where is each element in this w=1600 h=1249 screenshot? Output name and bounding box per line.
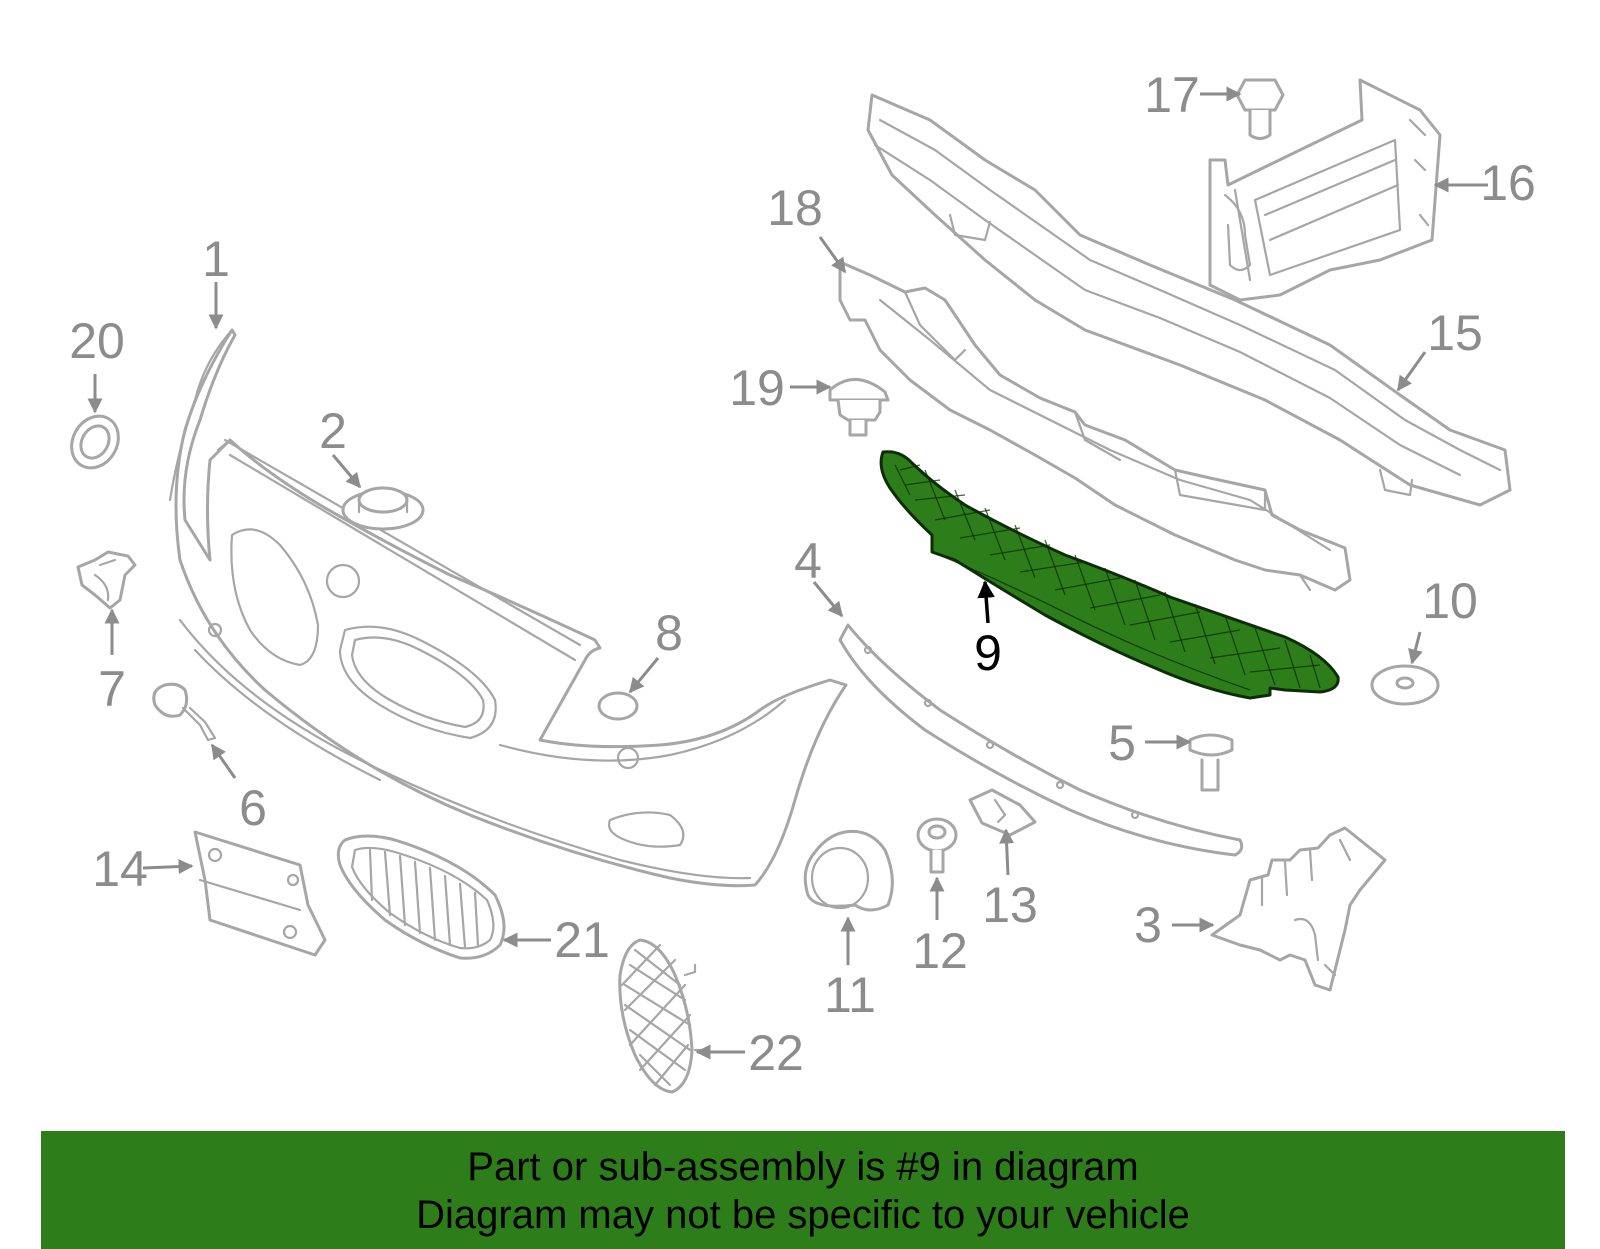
callout-3: 3 [1134, 897, 1162, 953]
leader-lines [87, 86, 1488, 1060]
part-20-ring[interactable] [62, 408, 127, 477]
part-11-cap[interactable] [803, 829, 894, 912]
part-4-trim-strip[interactable] [838, 623, 1244, 857]
callout-5: 5 [1108, 715, 1136, 771]
callout-18: 18 [767, 180, 823, 236]
part-14-plate-bracket[interactable] [193, 830, 327, 957]
part-10-grommet[interactable] [1370, 664, 1440, 706]
callout-21: 21 [554, 912, 610, 968]
callout-6: 6 [239, 780, 267, 836]
banner-line-2: Diagram may not be specific to your vehi… [416, 1193, 1190, 1237]
info-banner: Part or sub-assembly is #9 in diagram Di… [41, 1131, 1565, 1249]
part-12-screw[interactable] [916, 817, 958, 874]
callout-17: 17 [1144, 67, 1200, 123]
callout-10: 10 [1422, 573, 1478, 629]
callout-labels: 1 2 3 4 5 6 7 8 9 10 11 12 13 14 15 16 1… [69, 67, 1536, 1081]
part-8-plug[interactable] [597, 691, 639, 721]
part-3-bracket[interactable] [1210, 826, 1387, 992]
callout-20: 20 [69, 313, 125, 369]
callout-2: 2 [319, 403, 347, 459]
part-17-bolt[interactable] [1235, 78, 1285, 140]
part-22-mesh-grille[interactable] [618, 938, 707, 1094]
part-18-absorber[interactable] [838, 260, 1352, 592]
callout-22: 22 [748, 1025, 804, 1081]
callout-11: 11 [824, 967, 876, 1023]
callout-8: 8 [655, 605, 683, 661]
part-9-highlighted-grille[interactable] [879, 450, 1340, 700]
part-1-bumper-cover[interactable] [168, 328, 848, 888]
callout-14: 14 [92, 841, 148, 897]
part-16-bracket[interactable] [1208, 78, 1442, 302]
part-6-cap[interactable] [152, 682, 217, 742]
part-7-bracket[interactable] [76, 550, 137, 610]
part-19-clip[interactable] [828, 378, 890, 437]
callout-1: 1 [202, 231, 230, 287]
part-21-grille[interactable] [336, 834, 506, 960]
part-5-screw[interactable] [1188, 733, 1234, 792]
part-15-reinforcement-bar[interactable] [866, 93, 1512, 507]
banner-line-1: Part or sub-assembly is #9 in diagram [467, 1145, 1139, 1189]
callout-4: 4 [794, 533, 822, 589]
part-2-plug[interactable] [341, 486, 425, 531]
callout-13: 13 [982, 877, 1038, 933]
callout-15: 15 [1427, 305, 1483, 361]
callout-19: 19 [729, 360, 785, 416]
part-13-clip-nut[interactable] [968, 788, 1037, 837]
callout-16: 16 [1480, 155, 1536, 211]
callout-9-highlighted: 9 [974, 625, 1002, 681]
callout-7: 7 [98, 661, 126, 717]
callout-12: 12 [912, 923, 968, 979]
